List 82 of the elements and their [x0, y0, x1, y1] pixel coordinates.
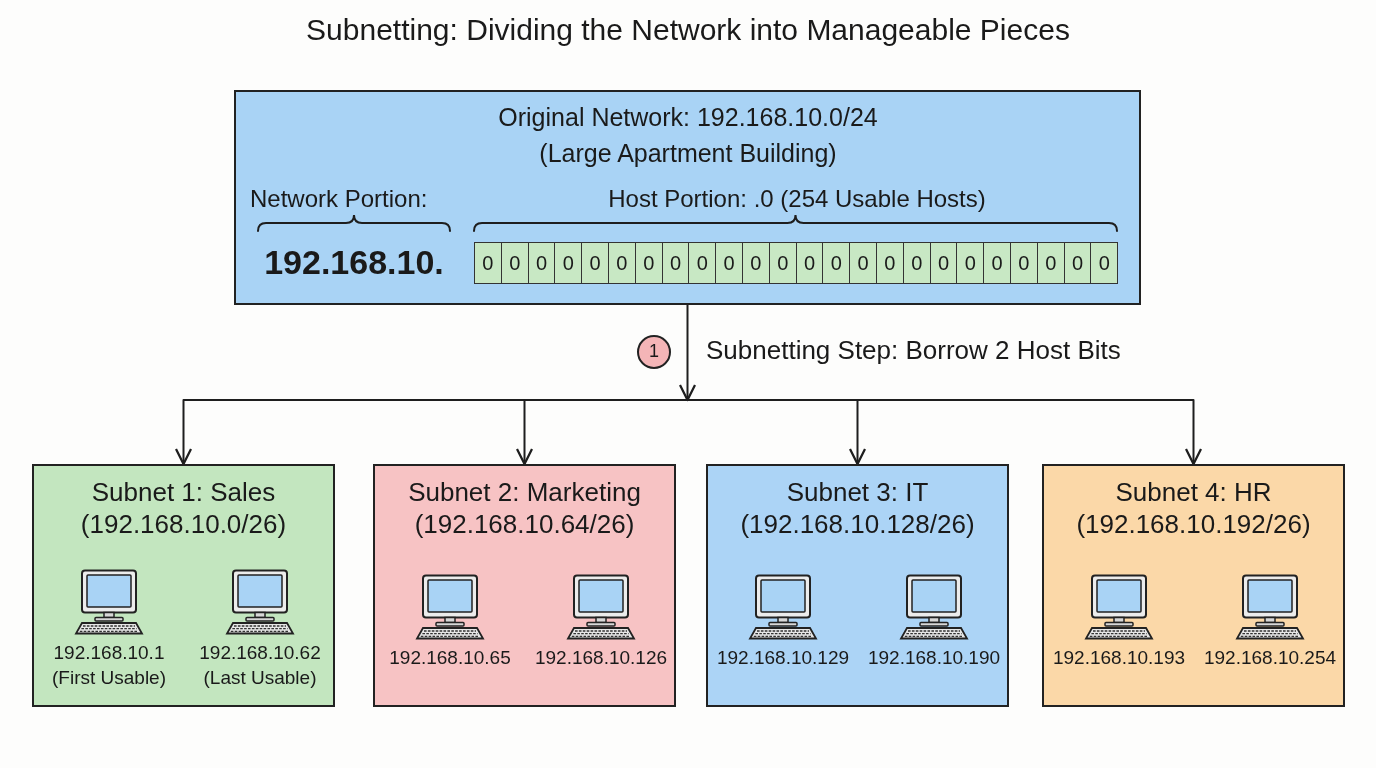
bit-value: 0 — [937, 252, 950, 274]
arrow — [515, 399, 689, 466]
subnet-address: (192.168.10.128/26) — [740, 509, 975, 541]
step-number: 1 — [649, 342, 659, 362]
subnet-box — [373, 464, 676, 707]
bit-cell — [688, 242, 717, 284]
host-address: 192.168.10.193 — [1052, 647, 1186, 670]
bit-value: 0 — [696, 252, 708, 274]
bit-value: 0 — [1098, 252, 1110, 274]
bit-value: 0 — [857, 252, 869, 274]
subnet-heading: Subnet 1: Sales — [91, 477, 276, 509]
arrow — [678, 304, 697, 402]
host-role: (First Usable) — [52, 667, 166, 690]
bit-cell — [795, 242, 824, 284]
bit-value: 0 — [777, 252, 789, 274]
bit-cell — [768, 242, 797, 284]
host-address: 192.168.10.65 — [389, 647, 511, 670]
bit-value: 0 — [589, 252, 601, 274]
step-circle — [637, 335, 671, 369]
bit-value: 0 — [723, 252, 735, 274]
bit-value: 0 — [643, 252, 655, 274]
bit-value: 0 — [616, 252, 628, 274]
network-box — [234, 90, 1141, 305]
bit-cell — [715, 242, 743, 284]
bit-cell — [956, 242, 985, 284]
bit-value: 0 — [884, 252, 896, 274]
bit-cell — [474, 242, 502, 284]
bit-value: 0 — [1071, 252, 1084, 274]
bit-cell — [822, 242, 851, 284]
bit-cell — [581, 242, 609, 284]
subnet-address: (192.168.10.192/26) — [1076, 509, 1311, 541]
host-address: 192.168.10.62 — [199, 642, 321, 665]
bit-value: 0 — [964, 252, 976, 274]
bit-cell — [1063, 242, 1092, 284]
bit-cell — [661, 242, 690, 284]
bit-value: 0 — [991, 252, 1003, 274]
bit-cell — [608, 242, 636, 284]
host-address: 192.168.10.190 — [867, 647, 1001, 670]
bit-cell — [742, 242, 770, 284]
bit-cell — [902, 242, 931, 284]
bit-value: 0 — [911, 252, 923, 274]
bit-cell — [634, 242, 663, 284]
bit-cell — [554, 242, 583, 284]
bit-value: 0 — [669, 252, 682, 274]
host-address: 192.168.10.126 — [534, 647, 668, 670]
host-address: 192.168.10.1 — [53, 642, 165, 665]
bit-value: 0 — [562, 252, 574, 274]
network-heading: Original Network: 192.168.10.0/24 — [498, 102, 878, 132]
bit-cell — [1010, 242, 1038, 284]
bit-value: 0 — [509, 252, 521, 274]
subnet-heading: Subnet 2: Marketing — [408, 477, 641, 509]
bit-value: 0 — [535, 252, 548, 274]
bit-value: 0 — [830, 252, 842, 274]
host-role: (Last Usable) — [203, 667, 317, 690]
subnet-box — [32, 464, 335, 707]
bit-cell — [929, 242, 958, 284]
diagram-title: Subnetting: Dividing the Network into Manageable Pieces — [306, 12, 1070, 48]
subnet-heading: Subnet 3: IT — [786, 477, 929, 509]
bit-cell — [500, 242, 529, 284]
subnet-address: (192.168.10.64/26) — [414, 509, 635, 541]
step-label: Subnetting Step: Borrow 2 Host Bits — [706, 335, 1121, 367]
section-label: Network Portion: — [250, 185, 428, 214]
subnet-heading: Subnet 4: HR — [1115, 477, 1272, 509]
host-address: 192.168.10.254 — [1203, 647, 1337, 670]
bit-cell — [876, 242, 904, 284]
section-label: Host Portion: .0 (254 Usable Hosts) — [608, 185, 986, 214]
subnet-box — [706, 464, 1009, 707]
host-address: 192.168.10.129 — [716, 647, 850, 670]
bit-value: 0 — [482, 252, 494, 274]
bit-value: 0 — [1045, 252, 1057, 274]
bit-cell — [527, 242, 556, 284]
bit-value: 0 — [803, 252, 816, 274]
subnet-box — [1042, 464, 1345, 707]
bit-cell — [983, 242, 1011, 284]
bit-value: 0 — [750, 252, 762, 274]
ip-prefix: 192.168.10. — [264, 242, 444, 283]
bit-value: 0 — [1018, 252, 1030, 274]
bit-cell — [849, 242, 877, 284]
subnet-address: (192.168.10.0/26) — [80, 509, 287, 541]
bit-cell — [1090, 242, 1119, 284]
network-description: (Large Apartment Building) — [539, 138, 837, 168]
bit-cell — [1036, 242, 1065, 284]
